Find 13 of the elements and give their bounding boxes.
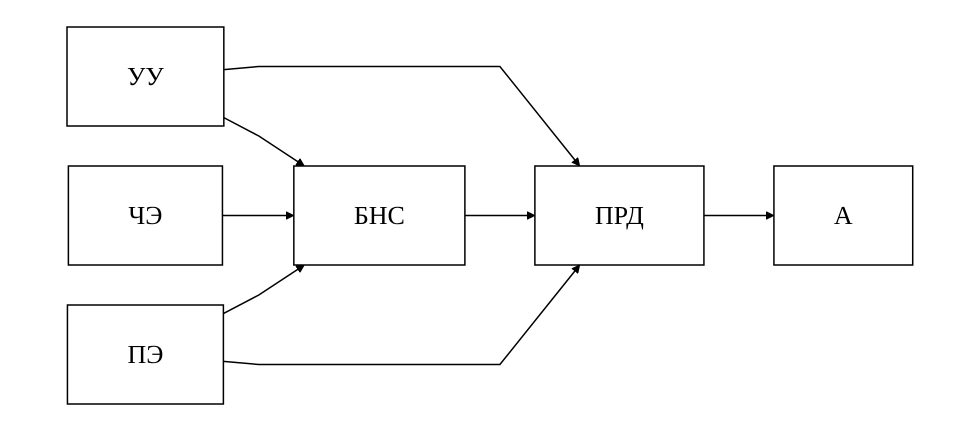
arrow [222,264,304,314]
arrow [223,66,580,166]
node-box: ЧЭ [67,165,223,266]
node-box: УУ [66,26,224,127]
arrow [223,116,304,166]
arrow [704,211,774,220]
arrow [222,211,294,220]
node-box: А [772,165,914,266]
node-box: ПЭ [66,304,224,405]
node-box: ПРД [534,165,704,266]
arrow [222,264,580,366]
arrow [464,211,535,220]
node-box: БНС [292,165,466,266]
